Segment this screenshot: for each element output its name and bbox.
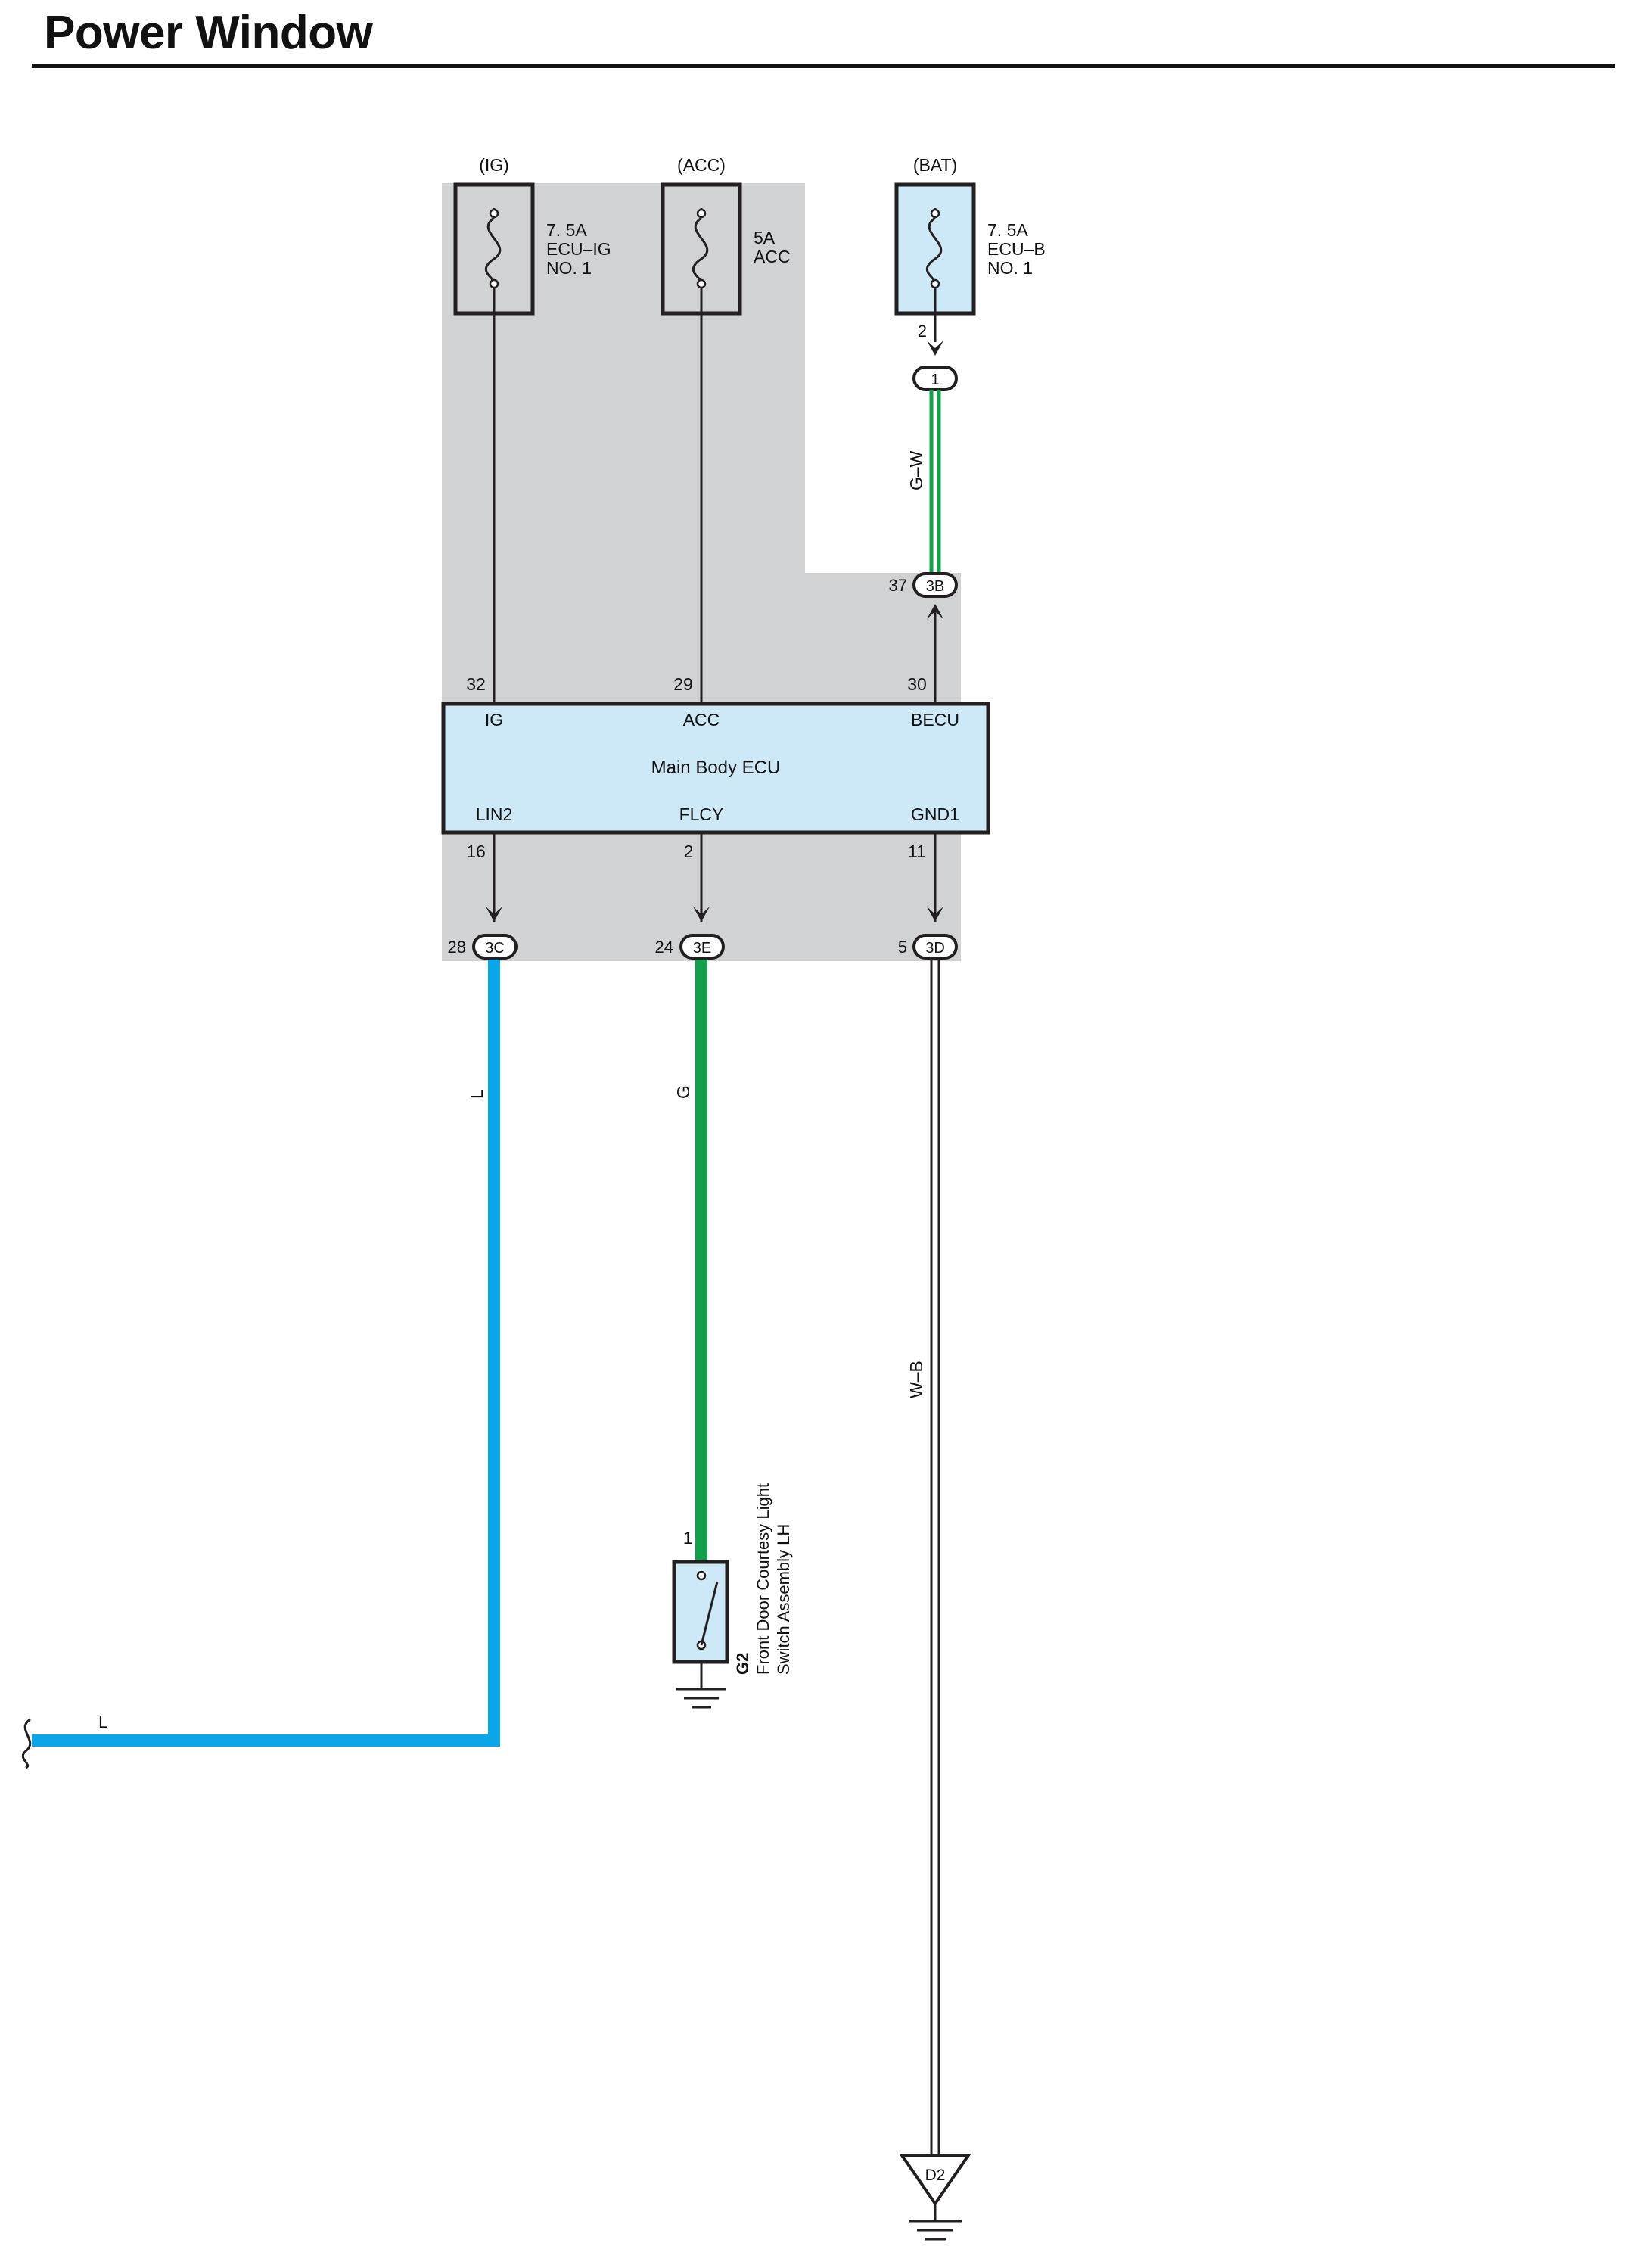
connector-3d [912, 934, 958, 960]
fuse-ecu-ig: (IG) 7. 5A ECU–IG NO. 1 [453, 155, 611, 316]
page-title: Power Window [44, 7, 373, 59]
fuse-acc-rating: 5A [754, 228, 776, 247]
bat-fuse-pin-number: 2 [918, 322, 927, 341]
bat-connector-arrow [927, 341, 943, 356]
wire-w-b [930, 957, 940, 2168]
junction-1-label: 1 [931, 372, 939, 388]
connector-3d-arrow [927, 907, 943, 922]
wire-g-w-label: G–W [906, 450, 926, 490]
ecu-pin-lin2: 16 [466, 842, 486, 861]
fuse-acc-name: ACC [754, 247, 791, 266]
connector-3d-label: 3D [925, 940, 945, 957]
fuse-b-name-2: NO. 1 [987, 258, 1033, 278]
wire-l-label: L [467, 1089, 486, 1099]
fuse-acc-source-label: (ACC) [677, 155, 726, 175]
ecu-terminal-flcy: FLCY [679, 804, 724, 824]
wire-l-break-icon [21, 1718, 32, 1769]
switch-g2-name-2: Switch Assembly LH [774, 1524, 793, 1675]
fuse-bat-source-label: (BAT) [913, 155, 957, 175]
switch-g2-pin: 1 [683, 1529, 692, 1548]
switch-g2-code: G2 [733, 1653, 752, 1675]
main-body-ecu [441, 702, 990, 835]
connector-3b-label: 3B [926, 578, 944, 595]
wire-g-label: G [673, 1085, 693, 1099]
ecu-pin-ig: 32 [466, 674, 486, 694]
connector-3e-label: 3E [693, 940, 711, 957]
fuse-ig-rating: 7. 5A [546, 220, 587, 240]
connector-3b-pin: 37 [889, 576, 907, 595]
connector-3c-arrow [486, 907, 502, 922]
switch-g2: 1 [672, 1529, 729, 1709]
title-rule [32, 64, 1615, 68]
ecu-terminal-acc: ACC [683, 710, 720, 730]
switch-g2-name-1: Front Door Courtesy Light [754, 1483, 772, 1675]
connector-3e [679, 934, 725, 960]
wire-l-branch-label: L [98, 1712, 108, 1731]
ecu-pin-gnd1: 11 [908, 842, 926, 861]
fuse-ig-name-2: NO. 1 [546, 258, 592, 278]
connector-3b [912, 572, 958, 598]
connector-3c-pin: 28 [448, 938, 466, 957]
connector-3e-arrow [693, 907, 710, 922]
connector-3c [472, 934, 518, 960]
ecu-pin-becu: 30 [907, 674, 927, 694]
ecu-terminal-lin2: LIN2 [476, 804, 513, 824]
fuse-b-rating: 7. 5A [987, 220, 1028, 240]
ecu-pin-flcy: 2 [684, 842, 694, 861]
wire-g-w [929, 390, 941, 574]
ecu-name: Main Body ECU [651, 758, 781, 778]
fuse-b-name: ECU–B [987, 239, 1046, 259]
ecu-pin-acc: 29 [673, 674, 693, 694]
ecu-terminal-ig: IG [485, 710, 503, 730]
fuse-ig-source-label: (IG) [479, 155, 509, 175]
ground-point-d2 [899, 2154, 971, 2241]
connector-3d-pin: 5 [898, 938, 907, 957]
ecu-terminal-gnd1: GND1 [911, 804, 959, 824]
ground-d2-label: D2 [925, 2167, 946, 2184]
connector-3e-pin: 24 [655, 938, 673, 957]
fuse-ig-name: ECU–IG [546, 239, 611, 259]
junction-1 [912, 366, 958, 391]
wire-l [32, 957, 500, 1747]
ecu-terminal-becu: BECU [911, 710, 959, 730]
fuse-acc: (ACC) 5A ACC [661, 155, 791, 316]
wire-w-b-label: W–B [906, 1361, 926, 1398]
fuse-ecu-b: (BAT) 7. 5A ECU–B NO. 1 [894, 155, 1046, 316]
connector-3c-label: 3C [485, 940, 505, 957]
